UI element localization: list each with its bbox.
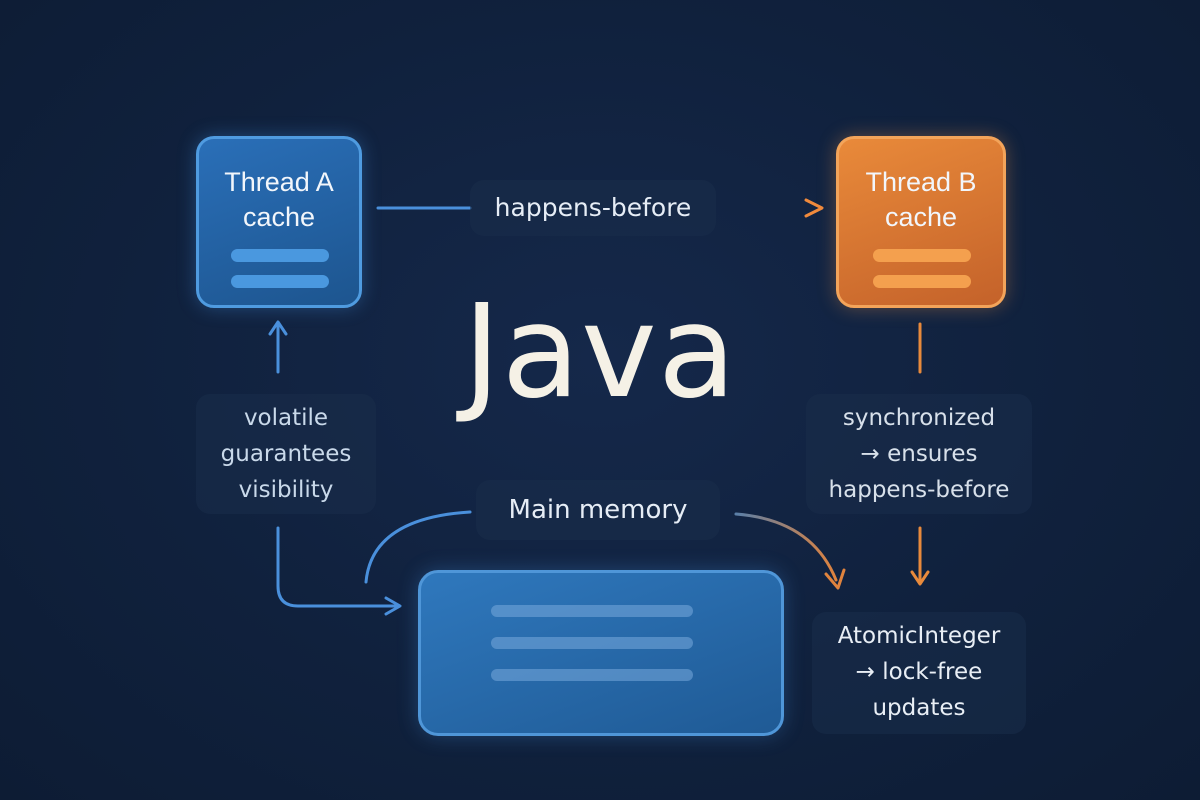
main-memory-label: Main memory bbox=[476, 480, 720, 540]
atomic-note-line2: → lock-free bbox=[855, 659, 983, 685]
volatile-note: volatile guarantees visibility bbox=[196, 394, 376, 514]
happens-before-label: happens-before bbox=[470, 180, 716, 236]
atomic-integer-note: AtomicInteger → lock-free updates bbox=[812, 612, 1026, 734]
thread-b-title: Thread B cache bbox=[839, 165, 1003, 235]
thread-a-title: Thread A cache bbox=[199, 165, 359, 235]
connector-memory-curve-left bbox=[364, 510, 472, 584]
thread-b-title-line1: Thread B bbox=[865, 167, 977, 197]
arrowhead-up-icon bbox=[268, 320, 288, 336]
connector-memory-curve-right bbox=[734, 512, 838, 582]
arrowhead-threadb-icon bbox=[804, 198, 824, 218]
arrowhead-memory-icon bbox=[384, 596, 402, 616]
thread-b-cache-bar bbox=[873, 275, 971, 288]
thread-b-cache-box: Thread B cache bbox=[836, 136, 1006, 308]
thread-b-title-line2: cache bbox=[884, 202, 958, 232]
volatile-note-line2: guarantees bbox=[220, 441, 352, 467]
volatile-note-line3: visibility bbox=[238, 477, 334, 503]
atomic-note-line1: AtomicInteger bbox=[837, 623, 1001, 649]
arrowhead-down-icon bbox=[910, 570, 930, 586]
thread-a-cache-box: Thread A cache bbox=[196, 136, 362, 308]
connector-volatile-to-memory bbox=[276, 526, 398, 608]
main-memory-bar bbox=[491, 637, 693, 649]
thread-b-cache-bar bbox=[873, 249, 971, 262]
volatile-note-line1: volatile bbox=[243, 405, 329, 431]
thread-a-title-line1: Thread A bbox=[224, 167, 334, 197]
main-memory-bar bbox=[491, 605, 693, 617]
arrowhead-atomic-icon bbox=[824, 568, 846, 590]
synchronized-note: synchronized → ensures happens-before bbox=[806, 394, 1032, 514]
java-title: Java bbox=[462, 278, 738, 427]
atomic-note-line3: updates bbox=[872, 695, 966, 721]
thread-a-cache-bar bbox=[231, 275, 329, 288]
synchronized-note-line2: → ensures bbox=[860, 441, 978, 467]
main-memory-box bbox=[418, 570, 784, 736]
synchronized-note-line1: synchronized bbox=[842, 405, 996, 431]
synchronized-note-line3: happens-before bbox=[828, 477, 1010, 503]
thread-a-cache-bar bbox=[231, 249, 329, 262]
thread-a-title-line2: cache bbox=[242, 202, 316, 232]
main-memory-bar bbox=[491, 669, 693, 681]
